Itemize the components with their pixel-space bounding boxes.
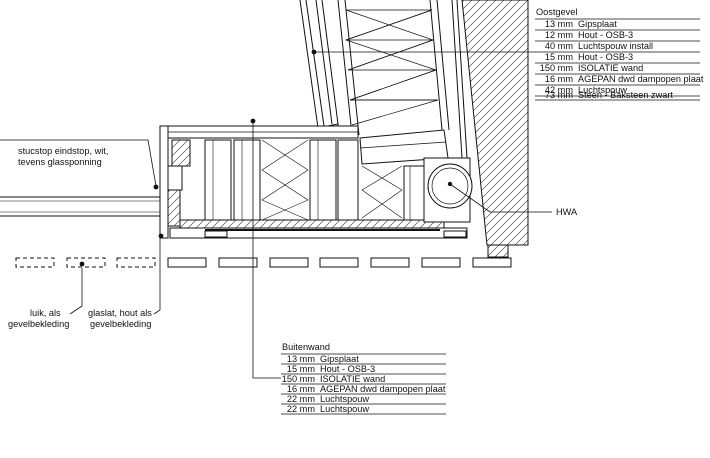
buitenwand-row-thickness: 22 mm: [287, 394, 315, 404]
cladding-boards: [167, 257, 512, 268]
glaslat-label-line2: gevelbekleding: [90, 319, 151, 329]
oostgevel-row-material: Gipsplaat: [578, 19, 617, 29]
brick-foot: [487, 244, 509, 258]
buitenwand-row-thickness: 150 mm: [282, 374, 316, 384]
stucstop-label-line2: tevens glassponning: [18, 157, 102, 167]
oostgevel-row-thickness: 40 mm: [545, 41, 573, 51]
buitenwand-row-material: Luchtspouw: [320, 404, 369, 414]
buitenwand-title: Buitenwand: [282, 342, 330, 352]
oostgevel-row-thickness: 42 mm: [545, 85, 573, 95]
buitenwand-row-thickness: 22 mm: [287, 404, 315, 414]
oostgevel-row-material: Hout - OSB-3: [578, 30, 633, 40]
glaslat-label-line1: glaslat, hout als: [88, 308, 152, 318]
oostgevel-row-thickness: 15 mm: [545, 52, 573, 62]
buitenwand-row-thickness: 15 mm: [287, 364, 315, 374]
oostgevel-legend: Oostgevel 13 mm Gipsplaat 12 mm Hout - O…: [535, 7, 704, 101]
oostgevel-title: Oostgevel: [536, 7, 577, 17]
oostgevel-row-material: AGEPAN dwd dampopen plaat: [578, 74, 704, 84]
oostgevel-row-material: Steen - Baksteen zwart: [578, 90, 673, 100]
oostgevel-row-thickness: 73 mm: [545, 90, 573, 100]
oostgevel-row-material: Luchtspouw install: [578, 41, 653, 51]
oostgevel-row-material: Hout - OSB-3: [578, 52, 633, 62]
oostgevel-row-thickness: 12 mm: [545, 30, 573, 40]
hwa-label: HWA: [556, 207, 578, 217]
buitenwand-legend: Buitenwand 13 mm Gipsplaat 15 mm Hout - …: [281, 342, 446, 415]
luik-label-line1: luik, als: [30, 308, 61, 318]
stucstop-label-line1: stucstop eindstop, wit,: [18, 146, 108, 156]
luik-label-line2: gevelbekleding: [8, 319, 69, 329]
buitenwand-row-thickness: 13 mm: [287, 354, 315, 364]
buitenwand-row-material: ISOLATIE wand: [320, 374, 385, 384]
oostgevel-row-thickness: 150 mm: [540, 63, 574, 73]
oostgevel-row-thickness: 13 mm: [545, 19, 573, 29]
oostgevel-row-thickness: 16 mm: [545, 74, 573, 84]
oostgevel-row-material: ISOLATIE wand: [578, 63, 643, 73]
leader-lines: [0, 49, 552, 379]
buitenwand-row-material: Gipsplaat: [320, 354, 359, 364]
window-glazing: [0, 196, 160, 217]
buitenwand-row-thickness: 16 mm: [287, 384, 315, 394]
oostgevel-row-material: Luchtspouw: [578, 85, 627, 95]
buitenwand-row-material: Hout - OSB-3: [320, 364, 375, 374]
buitenwand-row-material: AGEPAN dwd dampopen plaat: [320, 384, 446, 394]
brick-wall: [461, 0, 529, 246]
shutter-boards-dashed: [15, 257, 156, 268]
buitenwand-row-material: Luchtspouw: [320, 394, 369, 404]
timber-frame-wall: [299, 0, 468, 159]
